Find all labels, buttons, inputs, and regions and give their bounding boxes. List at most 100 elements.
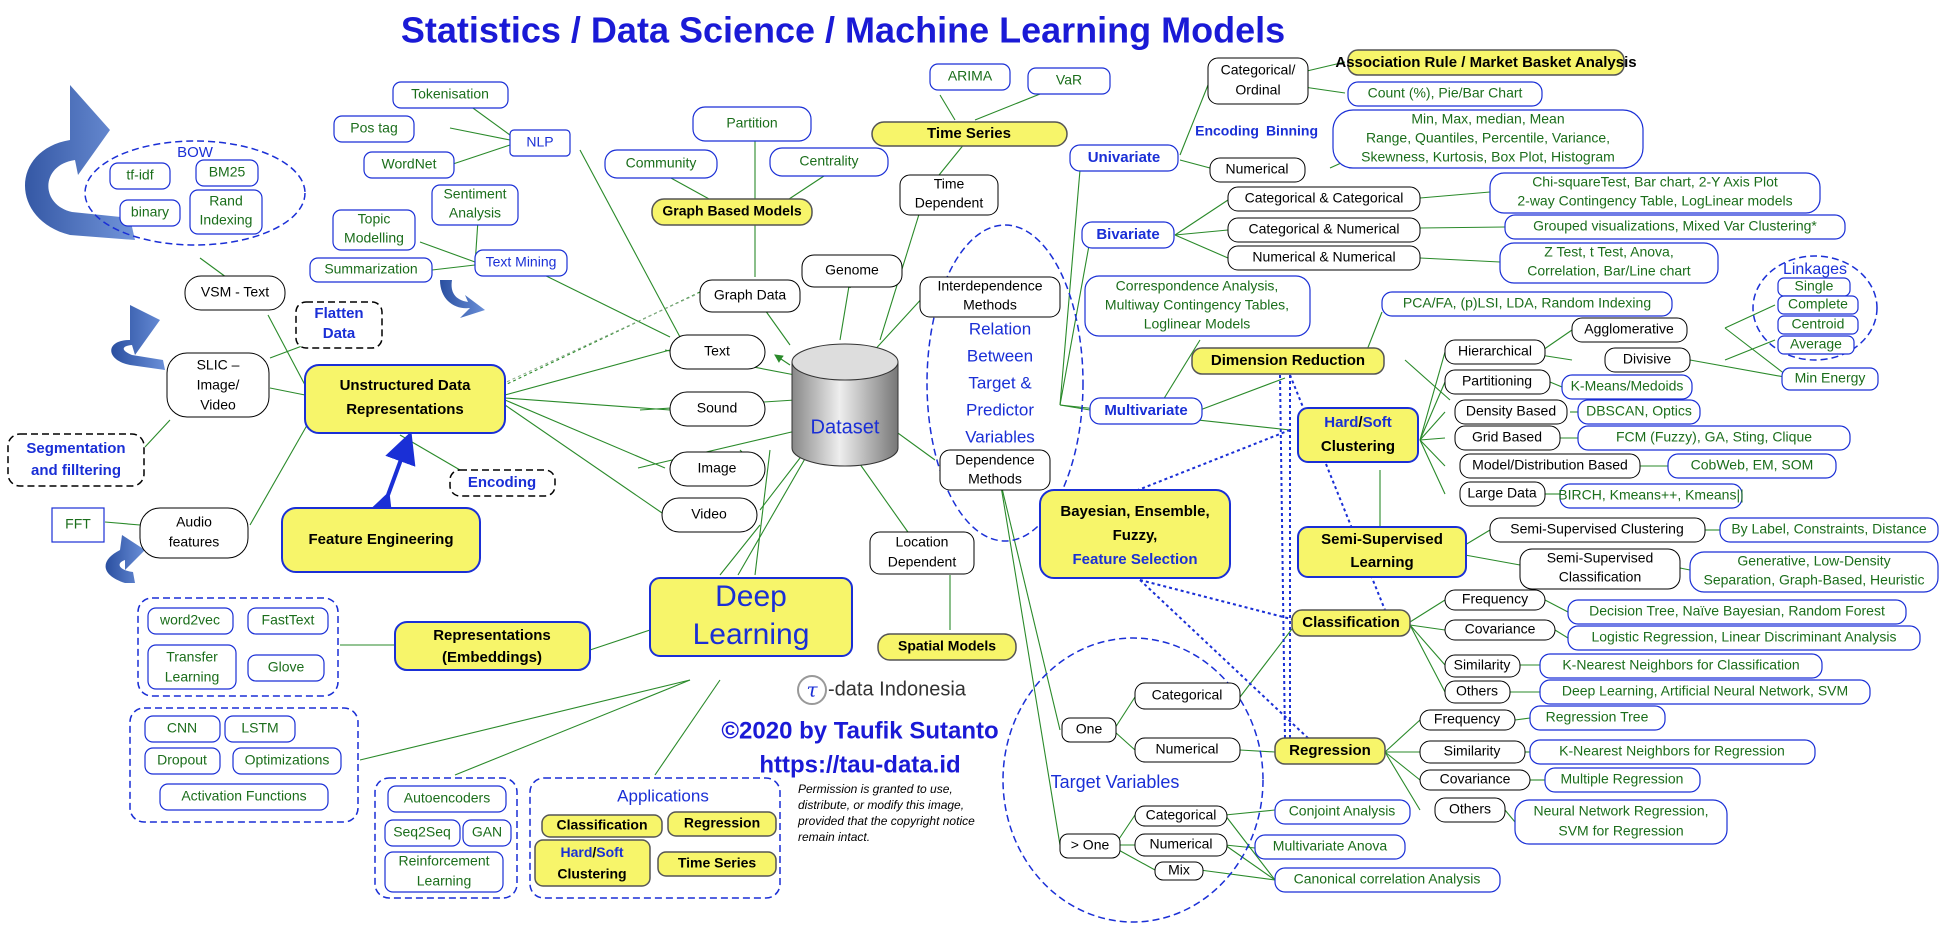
bm25-node[interactable] xyxy=(195,159,259,187)
mix-node[interactable] xyxy=(1154,861,1204,881)
sound-node[interactable] xyxy=(669,391,766,427)
knn-reg-node[interactable] xyxy=(1529,739,1816,765)
min-energy-node[interactable] xyxy=(1781,367,1879,391)
large-data-node[interactable] xyxy=(1459,481,1546,507)
num-num-node[interactable] xyxy=(1227,245,1421,271)
partitioning-node[interactable] xyxy=(1444,369,1551,395)
dimension-reduction-node[interactable] xyxy=(1191,347,1385,375)
hierarchical-node[interactable] xyxy=(1444,339,1546,365)
lstm-node[interactable] xyxy=(224,715,296,743)
freq-class-node[interactable] xyxy=(1444,589,1546,611)
multiple-reg-node[interactable] xyxy=(1544,767,1701,793)
target-cat-node[interactable] xyxy=(1134,682,1241,710)
graph-data-node[interactable] xyxy=(699,279,801,313)
segmentation-node[interactable] xyxy=(7,433,145,487)
encoding-node[interactable] xyxy=(449,469,556,497)
app-regression-node[interactable] xyxy=(667,811,777,837)
nlp-node[interactable] xyxy=(509,129,571,157)
deep-ann-node[interactable] xyxy=(1539,679,1871,705)
glove-node[interactable] xyxy=(247,654,325,682)
divisive-node[interactable] xyxy=(1604,347,1691,373)
one-node[interactable] xyxy=(1061,717,1117,743)
audio-features-node[interactable] xyxy=(139,507,249,559)
tokenisation-node[interactable] xyxy=(392,81,509,109)
knn-class-node[interactable] xyxy=(1539,653,1823,679)
multivariate-node[interactable] xyxy=(1089,397,1203,425)
by-label-node[interactable] xyxy=(1719,517,1939,543)
sentiment-node[interactable] xyxy=(431,184,519,226)
bayesian-node[interactable] xyxy=(1039,489,1231,579)
count-node[interactable] xyxy=(1347,81,1543,107)
seq2seq-node[interactable] xyxy=(384,819,461,847)
grid-node[interactable] xyxy=(1454,425,1561,451)
pca-node[interactable] xyxy=(1381,291,1673,317)
word2vec-node[interactable] xyxy=(147,607,234,635)
average-node[interactable] xyxy=(1777,335,1855,355)
freq-reg-node[interactable] xyxy=(1419,709,1516,731)
activation-node[interactable] xyxy=(159,783,329,811)
dropout-node[interactable] xyxy=(144,747,221,775)
flatten-node[interactable] xyxy=(295,301,383,349)
target-num2-node[interactable] xyxy=(1134,833,1228,857)
regression-tree-node[interactable] xyxy=(1529,705,1666,731)
bivariate-r3-node[interactable] xyxy=(1499,242,1719,284)
spatial-models-node[interactable] xyxy=(877,633,1017,661)
fasttext-node[interactable] xyxy=(247,607,329,635)
postag-node[interactable] xyxy=(333,115,415,143)
app-time-series-node[interactable] xyxy=(657,851,777,877)
semi-clustering-node[interactable] xyxy=(1489,517,1706,543)
binary-node[interactable] xyxy=(119,199,181,227)
correspondence-node[interactable] xyxy=(1084,275,1311,337)
classification-node[interactable] xyxy=(1291,609,1411,637)
unstructured-data-node[interactable] xyxy=(304,364,506,434)
optimizations-node[interactable] xyxy=(232,747,342,775)
cat-num-node[interactable] xyxy=(1227,217,1421,243)
cnn-node[interactable] xyxy=(144,715,221,743)
gan-node[interactable] xyxy=(462,819,512,847)
video-node[interactable] xyxy=(661,497,758,533)
app-classification-node[interactable] xyxy=(541,814,663,838)
cca-node[interactable] xyxy=(1274,867,1501,893)
representations-node[interactable] xyxy=(394,621,591,671)
fcm-node[interactable] xyxy=(1577,425,1851,451)
birch-node[interactable] xyxy=(1559,483,1743,509)
transfer-node[interactable] xyxy=(147,644,237,690)
genome-node[interactable] xyxy=(801,254,903,288)
deep-learning-node[interactable] xyxy=(649,577,853,657)
generative-node[interactable] xyxy=(1689,551,1939,593)
summarization-node[interactable] xyxy=(309,257,433,283)
stats-node[interactable] xyxy=(1332,109,1644,169)
dependence-node[interactable] xyxy=(939,449,1051,491)
logistic-node[interactable] xyxy=(1567,625,1921,651)
univariate-node[interactable] xyxy=(1069,144,1179,172)
centrality-node[interactable] xyxy=(769,147,889,177)
reinforcement-node[interactable] xyxy=(384,851,504,893)
nn-reg-node[interactable] xyxy=(1514,799,1728,845)
target-num-node[interactable] xyxy=(1134,737,1241,763)
centroid-node[interactable] xyxy=(1777,315,1859,335)
bivariate-r2-node[interactable] xyxy=(1504,214,1846,240)
image-node[interactable] xyxy=(669,451,766,487)
text-mining-node[interactable] xyxy=(474,249,568,277)
cobweb-node[interactable] xyxy=(1667,453,1837,479)
wordnet-node[interactable] xyxy=(363,151,455,179)
model-node[interactable] xyxy=(1459,453,1641,479)
sim-class-node[interactable] xyxy=(1444,654,1521,678)
sim-reg-node[interactable] xyxy=(1419,740,1526,764)
bivariate-r1-node[interactable] xyxy=(1489,172,1821,214)
cov-class-node[interactable] xyxy=(1444,619,1556,641)
dataset-node[interactable]: Dataset xyxy=(791,343,899,467)
app-clustering-node[interactable] xyxy=(534,839,651,887)
cat-cat-node[interactable] xyxy=(1227,186,1421,212)
var-node[interactable] xyxy=(1027,67,1111,95)
dbscan-node[interactable] xyxy=(1577,399,1701,425)
agglomerative-node[interactable] xyxy=(1571,317,1688,343)
cov-reg-node[interactable] xyxy=(1419,769,1531,791)
numerical-node[interactable] xyxy=(1209,157,1306,183)
manova-node[interactable] xyxy=(1254,834,1406,860)
fft-node[interactable] xyxy=(51,507,105,543)
semi-supervised-node[interactable] xyxy=(1297,526,1467,578)
association-rule-node[interactable] xyxy=(1347,49,1625,76)
density-node[interactable] xyxy=(1454,399,1568,425)
others-reg-node[interactable] xyxy=(1434,797,1506,823)
